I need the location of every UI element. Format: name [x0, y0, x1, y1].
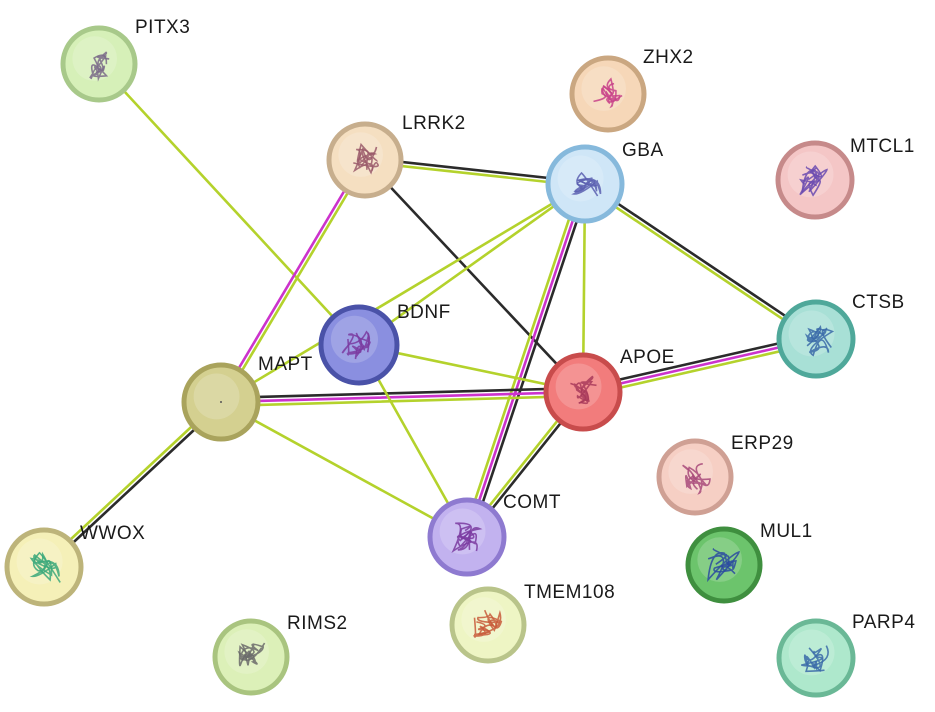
protein-structure-icon: [29, 551, 53, 582]
edge-line-black: [44, 402, 224, 570]
protein-structure-icon: [570, 382, 590, 405]
node-label: RIMS2: [287, 613, 348, 634]
node-wwox[interactable]: WWOX: [4, 523, 145, 607]
node-highlight: [193, 373, 240, 420]
edge-line-green: [582, 184, 817, 343]
protein-structure-icon: [573, 171, 599, 197]
protein-structure-icon: [806, 324, 835, 357]
node-dot: [220, 401, 222, 403]
node-highlight: [330, 315, 378, 363]
edge-gba-ctsb: [582, 181, 819, 343]
node-mtcl1[interactable]: MTCL1: [775, 136, 915, 220]
node-rims2[interactable]: RIMS2: [212, 613, 348, 696]
protein-structure-icon: [804, 327, 828, 343]
protein-structure-icon: [94, 51, 110, 74]
node-label: COMT: [503, 492, 561, 513]
node-circle: [543, 352, 623, 432]
protein-structure-icon: [238, 645, 258, 667]
node-label: BDNF: [397, 302, 451, 323]
protein-structure-icon: [803, 647, 824, 673]
edge-line-black: [219, 386, 585, 400]
edge-line-black: [580, 333, 817, 390]
node-circle: [775, 140, 855, 220]
node-label: GBA: [622, 140, 664, 161]
edge-line-magenta: [219, 390, 585, 404]
node-lrrk2[interactable]: LRRK2: [326, 113, 466, 199]
node-mapt[interactable]: MAPT: [181, 354, 313, 442]
node-parp4[interactable]: PARP4: [776, 612, 915, 698]
edge-line-green: [219, 394, 585, 408]
node-ctsb[interactable]: CTSB: [776, 292, 905, 379]
node-label: LRRK2: [402, 113, 466, 134]
protein-structure-icon: [801, 166, 828, 195]
node-apoe[interactable]: APOE: [543, 347, 675, 432]
edge-apoe-ctsb: [580, 333, 819, 398]
edge-gba-bdnf: [357, 182, 587, 347]
edge-line-green: [97, 62, 361, 347]
edge-lrrk2-mapt: [218, 157, 369, 405]
edge-line-magenta: [218, 157, 365, 403]
node-label: MUL1: [760, 521, 813, 542]
node-label: ERP29: [731, 433, 794, 454]
edge-lrrk2-apoe: [363, 158, 585, 394]
edge-line-black: [584, 181, 819, 339]
edge-line-green: [357, 182, 587, 347]
edge-line-black: [363, 158, 585, 394]
protein-structure-icon: [682, 464, 702, 491]
node-highlight: [788, 629, 835, 676]
node-bdnf[interactable]: BDNF: [318, 302, 451, 386]
node-label: PITX3: [135, 17, 190, 38]
edge-line-green: [221, 159, 369, 405]
protein-structure-icon: [29, 551, 61, 583]
node-zhx2[interactable]: ZHX2: [569, 47, 694, 133]
edge-line-green: [219, 182, 587, 404]
node-highlight: [787, 151, 834, 198]
node-label: ZHX2: [643, 47, 694, 68]
protein-structure-icon: [687, 463, 711, 495]
edge-gba-mapt: [219, 182, 587, 404]
edge-pitx3-bdnf: [97, 62, 361, 347]
edge-mapt-comt: [219, 400, 469, 539]
protein-structure-icon: [601, 82, 621, 109]
protein-structure-icon: [713, 559, 737, 575]
node-label: CTSB: [852, 292, 905, 313]
protein-structure-icon: [346, 332, 371, 356]
node-label: WWOX: [80, 523, 145, 544]
node-erp29[interactable]: ERP29: [656, 433, 794, 516]
node-label: APOE: [620, 347, 675, 368]
node-label: TMEM108: [524, 582, 615, 603]
node-circle: [776, 618, 856, 698]
protein-structure-icon: [89, 54, 109, 82]
edge-line-green: [41, 399, 221, 567]
edge-mapt-wwox: [41, 399, 224, 570]
protein-structure-icon: [352, 148, 378, 173]
node-circle: [427, 497, 507, 577]
node-label: MAPT: [258, 354, 313, 375]
protein-structure-icon: [707, 548, 740, 583]
edge-line-green: [582, 341, 819, 398]
node-tmem108[interactable]: TMEM108: [449, 582, 615, 664]
node-mul1[interactable]: MUL1: [685, 521, 813, 604]
node-label: MTCL1: [850, 136, 915, 157]
edge-line-green: [219, 400, 469, 539]
node-label: PARP4: [852, 612, 915, 633]
node-gba[interactable]: GBA: [545, 140, 664, 224]
edge-gba-comt: [461, 181, 591, 540]
edge-line-black: [469, 184, 591, 540]
protein-structure-icon: [476, 612, 500, 636]
node-comt[interactable]: COMT: [427, 492, 561, 577]
edge-mapt-apoe: [219, 386, 585, 408]
protein-structure-icon: [457, 525, 475, 551]
node-pitx3[interactable]: PITX3: [60, 17, 190, 103]
edge-line-magenta: [465, 182, 587, 539]
node-highlight: [557, 155, 604, 202]
edge-line-magenta: [581, 337, 818, 394]
edge-line-green: [461, 181, 583, 538]
node-circle: [318, 304, 400, 386]
